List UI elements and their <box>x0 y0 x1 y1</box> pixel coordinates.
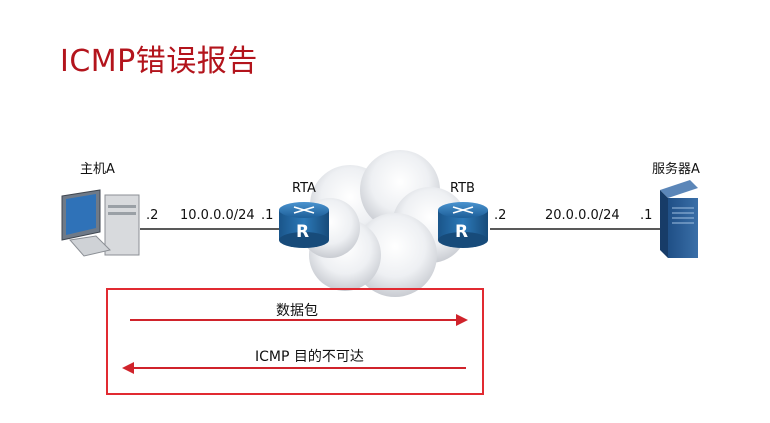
forward-flow-label: 数据包 <box>276 303 318 319</box>
host-name-label: 主机A <box>80 162 115 177</box>
reverse-arrow <box>122 362 466 374</box>
router-rtb-icon <box>438 202 488 248</box>
rta-name-label: RTA <box>292 181 316 196</box>
host-port-label: .2 <box>146 208 159 223</box>
server-port-label: .1 <box>640 208 653 223</box>
router-rta-icon <box>279 202 329 248</box>
rtb-name-label: RTB <box>450 181 475 196</box>
reverse-flow-label: ICMP 目的不可达 <box>255 349 364 365</box>
server-name-label: 服务器A <box>652 162 700 177</box>
rtb-glyph: R <box>455 222 469 242</box>
rtb-port-label: .2 <box>494 208 507 223</box>
page-title: ICMP错误报告 <box>60 44 258 79</box>
host-computer-icon <box>61 189 140 257</box>
left-subnet-label: 10.0.0.0/24 <box>180 208 255 223</box>
rta-port-label: .1 <box>261 208 274 223</box>
server-icon <box>660 180 698 258</box>
rta-glyph: R <box>296 222 310 242</box>
flow-box <box>106 288 484 395</box>
right-subnet-label: 20.0.0.0/24 <box>545 208 620 223</box>
forward-arrow <box>130 314 468 326</box>
